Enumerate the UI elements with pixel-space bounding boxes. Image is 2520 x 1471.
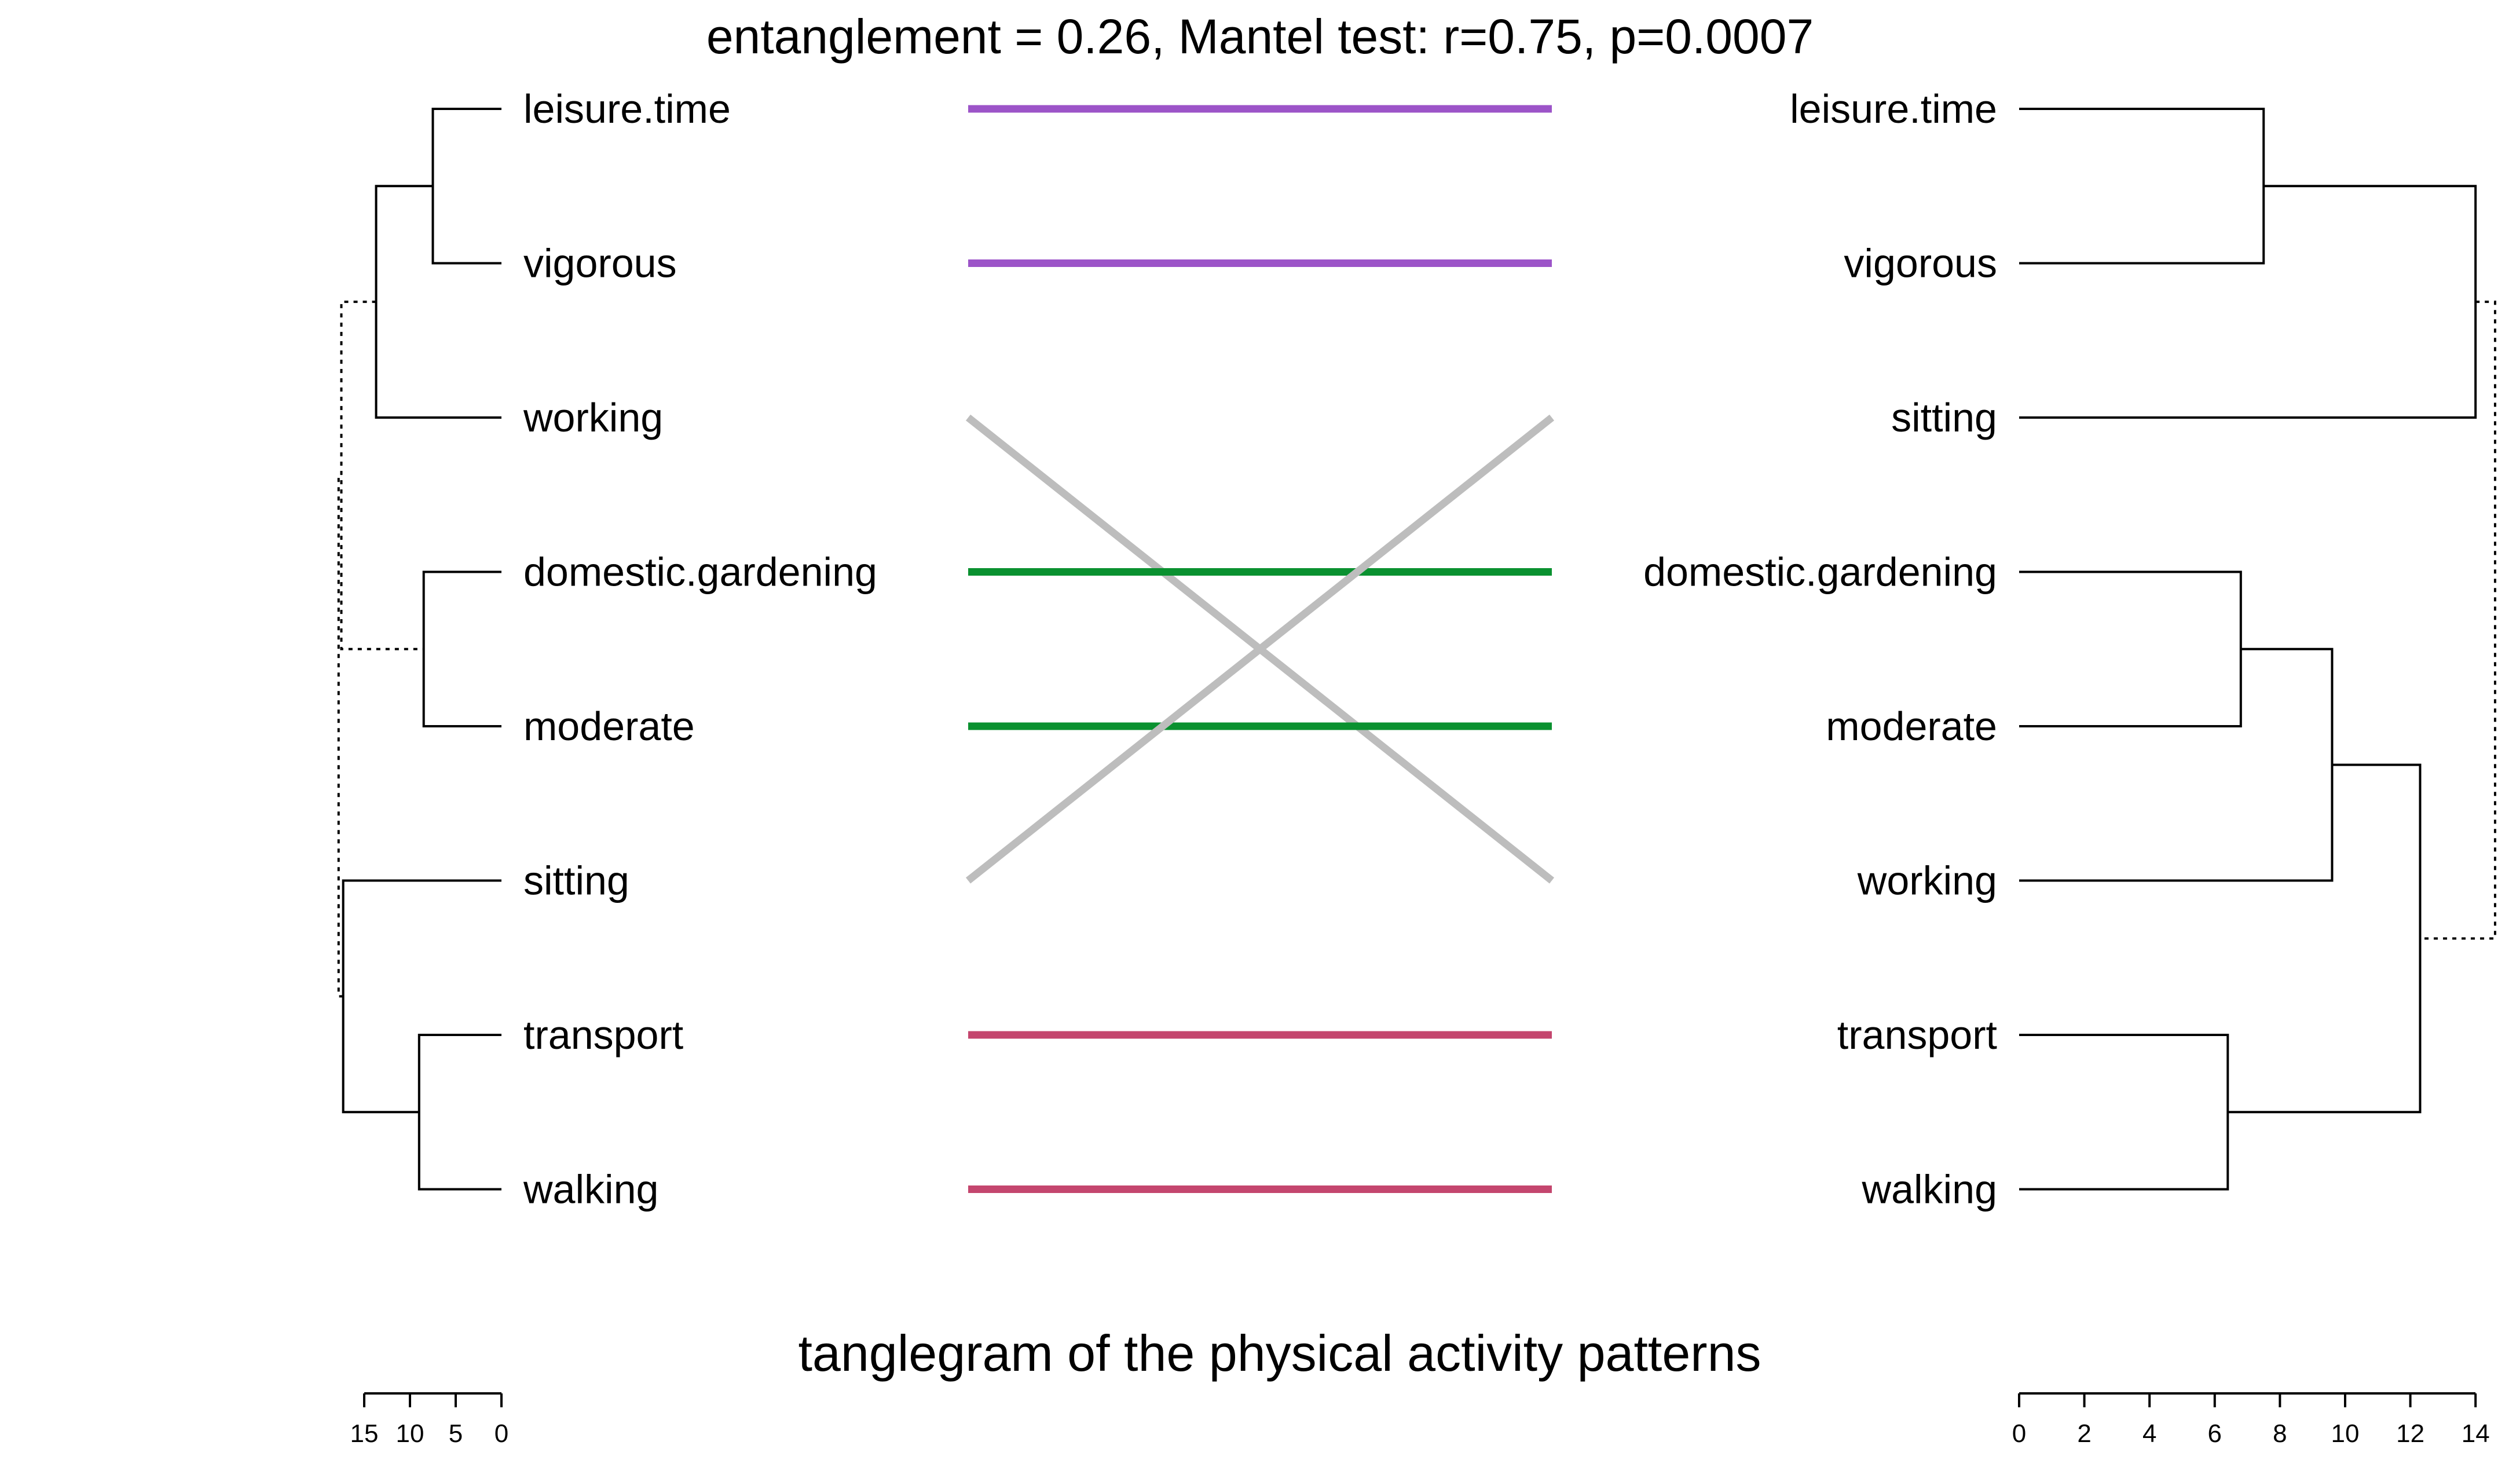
leaf-label-sitting: sitting [1891,395,1997,440]
dendrogram-branch [2420,301,2496,940]
connection-line-sitting [965,414,1555,884]
axis-tick-label: 5 [449,1419,463,1448]
leaf-label-sitting: sitting [523,858,629,903]
dendrogram-branch [342,879,501,1114]
leaf-label-working: working [1857,858,1997,903]
axis-tick-label: 0 [495,1419,508,1448]
connection-lines [965,105,1555,1193]
dendrogram-branch [2228,763,2422,1114]
dendrogram-branch [2019,1034,2229,1191]
right-height-axis: 0 2 4 6 8 10 12 14 [2012,1392,2490,1448]
leaf-label-transport: transport [1837,1012,1997,1057]
dendrogram-branch [2019,108,2265,265]
leaf-label-domestic-gardening: domestic.gardening [1643,550,1997,595]
dendrogram-branch [422,570,501,727]
leaf-label-moderate: moderate [523,704,695,749]
leaf-label-vigorous: vigorous [1844,241,1997,286]
axis-tick-label: 15 [350,1419,379,1448]
dendrogram-branch [337,474,343,998]
dendrogram-branch [340,301,424,650]
leaf-label-moderate: moderate [1826,704,1997,749]
right-dendrogram [2019,108,2496,1191]
axis-tick-label: 4 [2142,1419,2156,1448]
axis-tick-label: 14 [2462,1419,2490,1448]
left-height-axis: 15 10 5 0 [350,1392,508,1448]
dendrogram-branch [431,108,501,265]
dendrogram-branch [2019,185,2477,419]
leaf-label-walking: walking [523,1167,658,1212]
leaf-label-leisure-time: leisure.time [523,86,731,131]
chart-subtitle: tanglegram of the physical activity patt… [798,1324,1761,1382]
leaf-label-walking: walking [1862,1167,1997,1212]
dendrogram-branch [2019,647,2334,882]
leaf-label-transport: transport [523,1012,683,1057]
leaf-label-vigorous: vigorous [523,241,677,286]
left-leaf-labels: leisure.time vigorous working domestic.gard… [523,86,877,1212]
dendrogram-branch [375,185,501,419]
axis-tick-label: 2 [2077,1419,2091,1448]
leaf-label-leisure-time: leisure.time [1790,86,1997,131]
chart-title: entanglement = 0.26, Mantel test: r=0.75… [706,9,1814,64]
axis-tick-label: 8 [2273,1419,2287,1448]
dendrogram-branch [417,1034,501,1191]
axis-tick-label: 6 [2208,1419,2222,1448]
axis-tick-label: 12 [2396,1419,2424,1448]
leaf-label-working: working [523,395,663,440]
left-dendrogram [337,108,501,1191]
axis-tick-label: 10 [2331,1419,2360,1448]
axis-tick-label: 10 [396,1419,424,1448]
leaf-label-domestic-gardening: domestic.gardening [523,550,877,595]
dendrogram-branch [2019,570,2242,727]
axis-tick-label: 0 [2012,1419,2026,1448]
right-leaf-labels: leisure.time vigorous sitting domestic.gard… [1643,86,1997,1212]
